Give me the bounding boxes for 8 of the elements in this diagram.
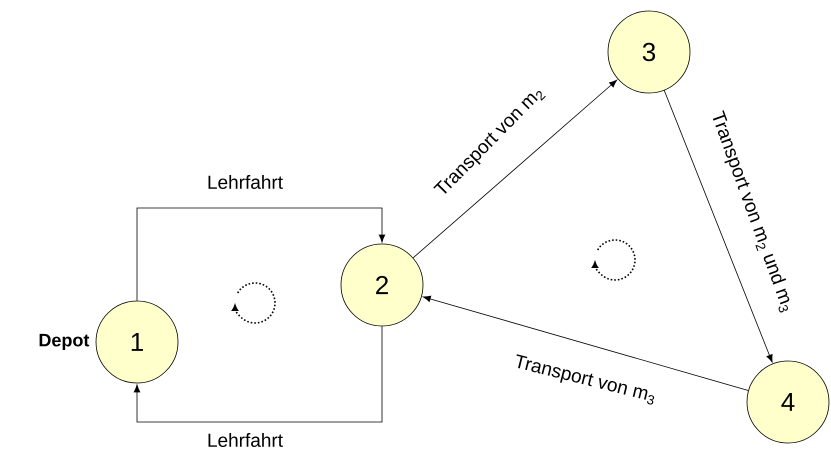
edge-label: Lehrfahrt [206,174,284,190]
arrow [422,296,749,391]
arrow [664,90,773,362]
arrow [134,326,382,422]
arrow [412,80,617,258]
edge-label: Lehrfahrt [206,432,284,448]
node-caption: Depot [40,334,90,350]
arrow [136,208,386,301]
